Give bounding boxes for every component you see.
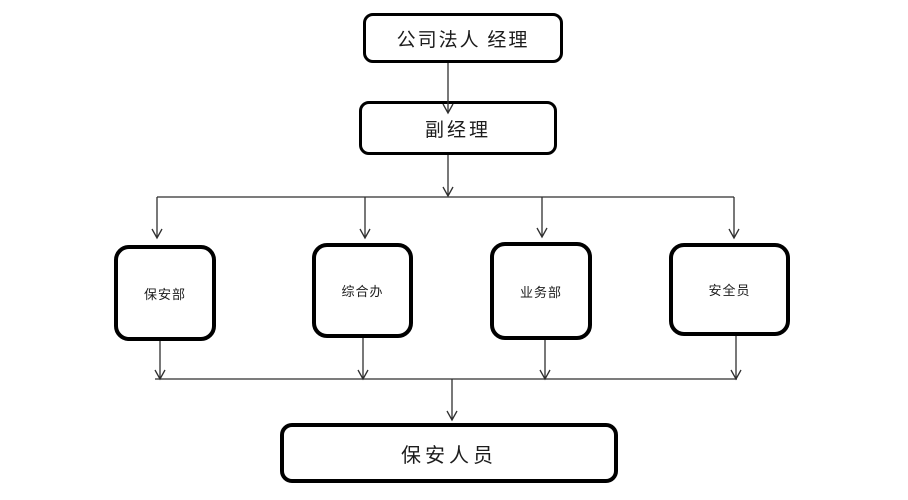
node-business-dept: 业务部 bbox=[490, 242, 592, 340]
edge-branch-general-office-arrowhead bbox=[359, 228, 371, 240]
node-general-office: 综合办 bbox=[312, 243, 413, 338]
edge-branch-safety-officer bbox=[728, 197, 740, 240]
node-security-staff: 保安人员 bbox=[280, 423, 618, 483]
edge-security-dept-merge-arrowhead bbox=[154, 369, 166, 381]
edge-deputy-branch-arrowhead bbox=[442, 186, 454, 198]
edge-business-dept-merge-arrowhead bbox=[539, 369, 551, 381]
node-business-dept-label: 业务部 bbox=[519, 284, 562, 300]
edge-branch-security-dept-arrowhead bbox=[151, 228, 163, 240]
node-deputy-manager-label: 副经理 bbox=[424, 119, 491, 141]
edge-branch-business-dept-arrowhead bbox=[536, 227, 548, 239]
node-deputy-manager: 副经理 bbox=[359, 101, 557, 155]
edge-safety-officer-merge bbox=[730, 336, 742, 381]
edge-general-office-merge bbox=[357, 338, 369, 381]
edge-general-office-merge-arrowhead bbox=[357, 369, 369, 381]
node-company-manager: 公司法人 经理 bbox=[363, 13, 563, 63]
edge-safety-officer-merge-arrowhead bbox=[730, 369, 742, 381]
edge-branch-security-dept bbox=[151, 197, 163, 240]
edge-branch-general-office bbox=[359, 197, 371, 240]
edge-merge-security-staff-arrowhead bbox=[446, 410, 458, 422]
edge-merge-security-staff bbox=[446, 379, 458, 422]
edge-deputy-branch bbox=[157, 155, 734, 198]
edge-branch-business-dept bbox=[536, 197, 548, 239]
node-security-dept-label: 保安部 bbox=[143, 286, 186, 302]
node-safety-officer-label: 安全员 bbox=[708, 283, 751, 298]
node-security-staff-label: 保安人员 bbox=[401, 444, 497, 467]
node-company-manager-label: 公司法人 经理 bbox=[396, 29, 530, 51]
edge-business-dept-merge bbox=[539, 340, 551, 381]
edge-branch-safety-officer-arrowhead bbox=[728, 228, 740, 240]
node-security-dept: 保安部 bbox=[114, 245, 216, 341]
edge-security-dept-merge bbox=[154, 341, 166, 381]
node-general-office-label: 综合办 bbox=[341, 284, 384, 299]
node-safety-officer: 安全员 bbox=[669, 243, 790, 336]
